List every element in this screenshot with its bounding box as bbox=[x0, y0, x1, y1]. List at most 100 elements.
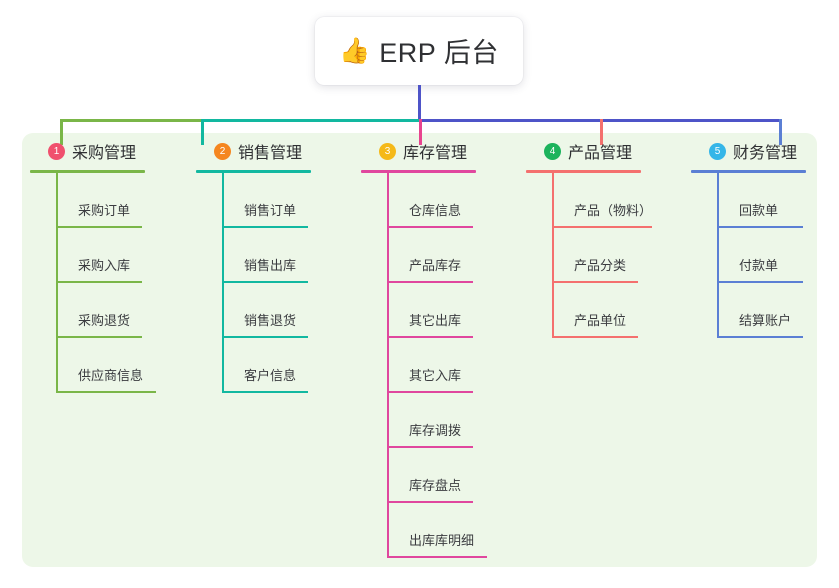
root-node-card[interactable]: 👍 ERP 后台 bbox=[315, 17, 523, 85]
bus-segment-2 bbox=[201, 119, 419, 122]
leaf-label: 采购入库 bbox=[78, 258, 131, 273]
leaf-underline bbox=[717, 281, 803, 283]
drop-line-1 bbox=[60, 119, 63, 145]
leaf-label: 供应商信息 bbox=[78, 368, 144, 383]
leaf-stem bbox=[387, 503, 389, 558]
leaf-underline bbox=[222, 281, 308, 283]
leaf-stem bbox=[552, 228, 554, 283]
leaf-node[interactable]: 库存调拨 bbox=[387, 393, 476, 448]
leaf-stem bbox=[56, 283, 58, 338]
leaf-node[interactable]: 出库库明细 bbox=[387, 503, 487, 558]
leaf-label: 结算账户 bbox=[739, 313, 792, 328]
bus-segment-1 bbox=[60, 119, 201, 122]
branch-column-4: 4 产品管理产品（物料） 产品分类产品单位 bbox=[526, 140, 652, 338]
leaf-label: 其它出库 bbox=[409, 313, 462, 328]
leaf-underline bbox=[387, 446, 473, 448]
branch-number-badge: 3 bbox=[379, 142, 396, 160]
leaf-node[interactable]: 销售退货 bbox=[222, 283, 311, 338]
branch-title: 财务管理 bbox=[733, 145, 798, 162]
branch-underline bbox=[526, 170, 641, 173]
leaf-underline bbox=[387, 391, 473, 393]
leaf-node[interactable]: 销售出库 bbox=[222, 228, 311, 283]
branch-title: 采购管理 bbox=[72, 145, 137, 162]
leaf-stem bbox=[387, 338, 389, 393]
leaf-node[interactable]: 产品（物料） bbox=[552, 173, 652, 228]
leaf-label: 库存盘点 bbox=[409, 478, 462, 493]
leaf-label: 销售出库 bbox=[244, 258, 297, 273]
leaf-node[interactable]: 客户信息 bbox=[222, 338, 311, 393]
leaf-underline bbox=[552, 226, 652, 228]
leaf-stem bbox=[56, 173, 58, 228]
leaf-node[interactable]: 库存盘点 bbox=[387, 448, 476, 503]
leaf-node[interactable]: 采购入库 bbox=[56, 228, 145, 283]
leaf-node[interactable]: 供应商信息 bbox=[56, 338, 156, 393]
leaf-label: 客户信息 bbox=[244, 368, 297, 383]
leaf-underline bbox=[717, 226, 803, 228]
diagram-panel bbox=[22, 133, 817, 567]
leaf-underline bbox=[387, 281, 473, 283]
leaf-label: 采购订单 bbox=[78, 203, 131, 218]
leaf-label: 仓库信息 bbox=[409, 203, 462, 218]
leaf-underline bbox=[222, 336, 308, 338]
leaf-label: 其它入库 bbox=[409, 368, 462, 383]
branch-number-badge: 1 bbox=[48, 142, 65, 160]
leaf-stem bbox=[387, 173, 389, 228]
leaf-underline bbox=[387, 501, 473, 503]
leaf-label: 回款单 bbox=[739, 203, 779, 218]
leaf-label: 出库库明细 bbox=[409, 533, 475, 548]
leaf-node[interactable]: 其它入库 bbox=[387, 338, 476, 393]
leaf-node[interactable]: 付款单 bbox=[717, 228, 806, 283]
leaf-stem bbox=[717, 228, 719, 283]
leaf-underline bbox=[552, 336, 638, 338]
leaf-label: 产品单位 bbox=[574, 313, 627, 328]
leaf-label: 产品分类 bbox=[574, 258, 627, 273]
leaf-underline bbox=[56, 226, 142, 228]
branch-item-list: 仓库信息产品库存其它出库其它入库库存调拨库存盘点出库库明细 bbox=[387, 173, 487, 558]
branch-header-3[interactable]: 3 库存管理 bbox=[361, 140, 476, 162]
branch-underline bbox=[361, 170, 476, 173]
leaf-underline bbox=[387, 336, 473, 338]
leaf-node[interactable]: 其它出库 bbox=[387, 283, 476, 338]
drop-line-5 bbox=[779, 119, 782, 145]
leaf-node[interactable]: 仓库信息 bbox=[387, 173, 476, 228]
branch-underline bbox=[196, 170, 311, 173]
branch-underline bbox=[30, 170, 145, 173]
branch-header-4[interactable]: 4 产品管理 bbox=[526, 140, 641, 162]
branch-title: 销售管理 bbox=[238, 145, 303, 162]
branch-title: 库存管理 bbox=[403, 145, 468, 162]
branch-number-badge: 4 bbox=[544, 142, 561, 160]
leaf-underline bbox=[56, 391, 156, 393]
leaf-label: 产品（物料） bbox=[574, 203, 653, 218]
leaf-stem bbox=[222, 338, 224, 393]
branch-item-list: 回款单付款单结算账户 bbox=[717, 173, 806, 338]
leaf-underline bbox=[387, 226, 473, 228]
thumbs-up-icon: 👍 bbox=[339, 35, 371, 65]
root-stem-line bbox=[418, 85, 421, 121]
branch-item-list: 销售订单销售出库销售退货客户信息 bbox=[222, 173, 311, 393]
leaf-node[interactable]: 采购退货 bbox=[56, 283, 145, 338]
branch-item-list: 采购订单采购入库采购退货供应商信息 bbox=[56, 173, 156, 393]
leaf-stem bbox=[552, 283, 554, 338]
leaf-stem bbox=[387, 228, 389, 283]
leaf-label: 产品库存 bbox=[409, 258, 462, 273]
leaf-node[interactable]: 销售订单 bbox=[222, 173, 311, 228]
leaf-stem bbox=[717, 283, 719, 338]
leaf-node[interactable]: 结算账户 bbox=[717, 283, 806, 338]
branch-title: 产品管理 bbox=[568, 145, 633, 162]
leaf-node[interactable]: 产品分类 bbox=[552, 228, 641, 283]
branch-header-1[interactable]: 1 采购管理 bbox=[30, 140, 145, 162]
leaf-stem bbox=[387, 393, 389, 448]
leaf-node[interactable]: 回款单 bbox=[717, 173, 806, 228]
leaf-stem bbox=[717, 173, 719, 228]
leaf-stem bbox=[222, 228, 224, 283]
leaf-underline bbox=[222, 391, 308, 393]
leaf-node[interactable]: 采购订单 bbox=[56, 173, 145, 228]
leaf-underline bbox=[717, 336, 803, 338]
leaf-node[interactable]: 产品库存 bbox=[387, 228, 476, 283]
drop-line-2 bbox=[201, 119, 204, 145]
leaf-node[interactable]: 产品单位 bbox=[552, 283, 641, 338]
